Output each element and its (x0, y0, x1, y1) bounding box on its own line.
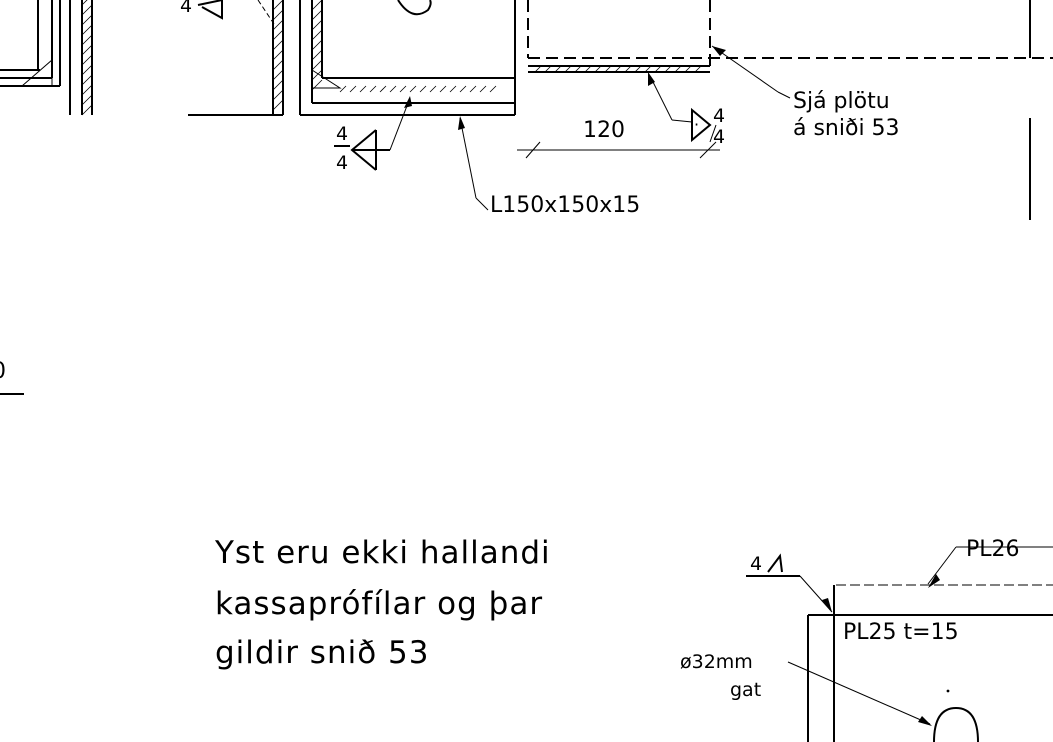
plate-reference-note: Sjá plötu á sniði 53 (711, 45, 900, 141)
hole-gat-label: gat (730, 679, 761, 701)
note-line-3: gildir snið 53 (215, 635, 429, 671)
dimension-120: 120 (517, 118, 720, 159)
note-line-2: kassaprófílar og þar (215, 586, 543, 622)
dimension-label: 120 (583, 118, 625, 143)
sja-plotu-line2: á sniði 53 (793, 116, 900, 141)
weld-dot: · (694, 115, 699, 134)
angle-profile-text: L150x150x15 (490, 193, 640, 218)
weld-symbol-right: · 4 4 (648, 72, 725, 148)
right-dashed-member (527, 0, 1053, 220)
weld-mid-numerator: 4 (336, 123, 348, 145)
weld-symbol-top-left: 4 (180, 0, 275, 25)
pl26-label: PL26 (966, 537, 1020, 562)
weld-size-label: 4 (180, 0, 192, 17)
left-column-section (0, 0, 93, 116)
section-reference-text: 0 (0, 359, 6, 384)
weld-bottom-size: 4 (750, 553, 762, 575)
pl25-label: PL25 t=15 (843, 620, 959, 645)
sja-plotu-line1: Sjá plötu (793, 89, 890, 114)
section-reference: 0 (0, 359, 24, 395)
weld-right-numerator: 4 (713, 105, 725, 127)
center-plate-section (188, 0, 516, 116)
weld-mid-denominator: 4 (336, 152, 348, 174)
note-line-1: Yst eru ekki hallandi (214, 535, 551, 571)
weld-symbol-mid: 4 4 (334, 96, 412, 174)
hole-diameter-label: ø32mm (680, 651, 753, 673)
bottom-right-detail: 4 PL26 PL25 t=15 ø32mm gat (680, 537, 1053, 742)
angle-profile-label: L150x150x15 (458, 116, 640, 218)
general-note: Yst eru ekki hallandi kassaprófílar og þ… (214, 535, 551, 671)
